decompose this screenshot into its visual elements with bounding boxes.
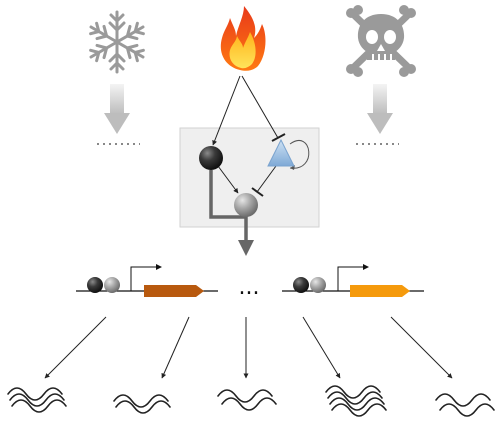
bound-gray-factor — [310, 277, 326, 293]
skull-and-crossbones-icon — [346, 5, 416, 77]
mrna-transcripts-5 — [435, 393, 495, 417]
triangle-self-loop — [289, 140, 310, 169]
gene-ellipsis: ... — [239, 275, 260, 300]
dark-regulator-node — [199, 146, 223, 170]
gray-regulator-node — [234, 193, 258, 217]
mrna-transcripts-4 — [325, 385, 387, 417]
signal-inhibits-triangle-edge — [241, 75, 279, 139]
right-input-arrow — [367, 84, 393, 134]
mrna-transcripts-2 — [113, 394, 171, 414]
triangle-inhibits-gray-edge — [256, 165, 277, 193]
fire-icon — [220, 6, 266, 71]
bound-gray-factor — [104, 277, 120, 293]
triangle-regulator-node — [267, 138, 295, 167]
gene-coding-region — [144, 285, 204, 297]
signal-to-dark-node-arrow — [212, 75, 241, 146]
network-output-path — [209, 170, 246, 219]
inhibit-bar-triangle — [271, 133, 286, 142]
gene-coding-region — [350, 285, 410, 297]
promoter-arrow — [130, 266, 158, 291]
promoter-arrow — [337, 266, 365, 291]
mrna-transcripts-1 — [7, 387, 67, 413]
inhibit-bar-gray — [251, 187, 264, 197]
gene-construct-right — [282, 264, 424, 297]
bound-dark-factor — [87, 277, 103, 293]
left-input-arrow — [104, 84, 130, 134]
dark-to-gray-node-arrow — [217, 165, 239, 194]
output-arrowhead — [238, 240, 254, 256]
bound-dark-factor — [293, 277, 309, 293]
gene-construct-left — [76, 264, 218, 297]
mrna-transcripts-3 — [217, 389, 277, 411]
expression-arrows — [44, 316, 453, 379]
snowflake-icon — [86, 10, 148, 74]
